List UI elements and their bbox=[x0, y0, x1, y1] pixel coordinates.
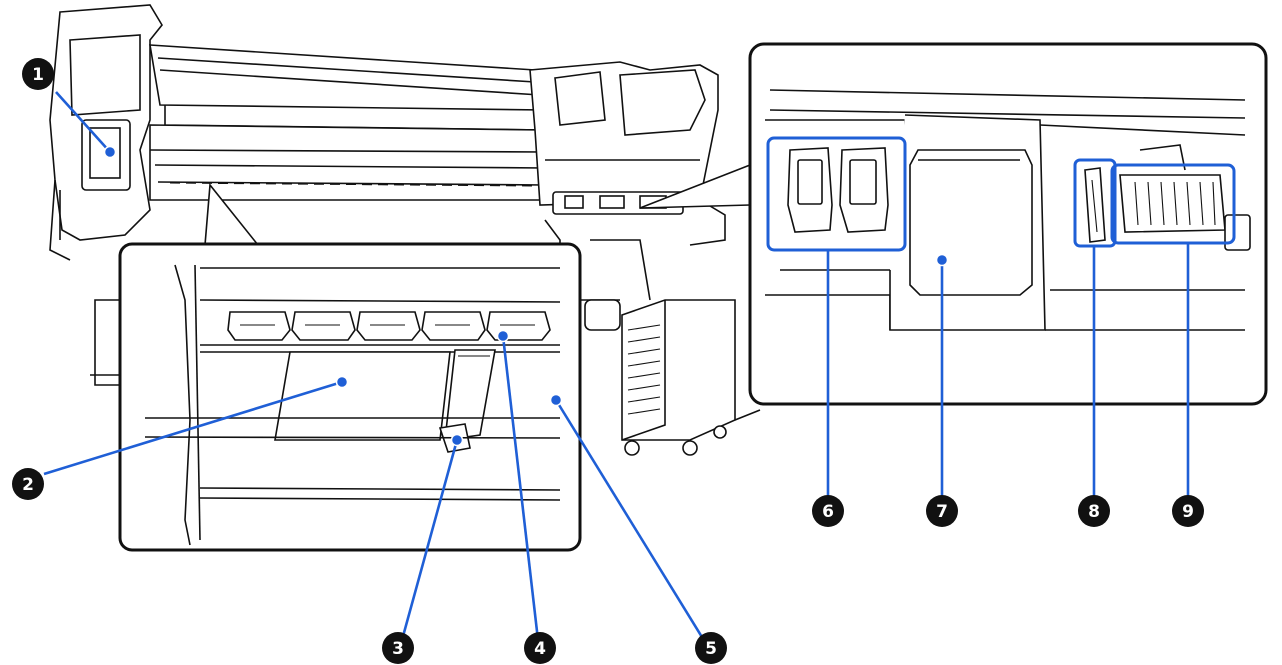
leader-dot-7 bbox=[935, 253, 949, 267]
leader-2 bbox=[43, 380, 343, 476]
callout-4: 4 bbox=[524, 632, 556, 664]
svg-text:8: 8 bbox=[1088, 502, 1100, 522]
highlight-box-6 bbox=[766, 136, 907, 252]
leader-lines bbox=[43, 91, 1190, 643]
svg-text:5: 5 bbox=[705, 639, 717, 659]
zoom-pointer-left-outline bbox=[204, 182, 259, 246]
printer-body bbox=[49, 4, 761, 456]
svg-text:3: 3 bbox=[392, 639, 404, 659]
callout-7: 7 bbox=[926, 495, 958, 527]
callout-6: 6 bbox=[812, 495, 844, 527]
callouts: 1 2 3 4 5 6 7 8 bbox=[12, 58, 1204, 664]
callout-3: 3 bbox=[382, 632, 414, 664]
svg-text:1: 1 bbox=[32, 65, 44, 85]
platen-zoom-inset bbox=[118, 242, 582, 552]
callout-9: 9 bbox=[1172, 495, 1204, 527]
leader-dot-2 bbox=[335, 375, 349, 389]
leader-3 bbox=[400, 439, 459, 641]
leader-dot-1 bbox=[103, 145, 117, 159]
svg-text:4: 4 bbox=[534, 639, 546, 659]
svg-text:7: 7 bbox=[936, 502, 948, 522]
leader-1 bbox=[55, 91, 111, 153]
maintenance-zoom-inset bbox=[748, 42, 1268, 406]
flushing-pad-slots bbox=[1134, 181, 1216, 226]
ink-cabinet-slots bbox=[627, 324, 661, 415]
leader-dot-5 bbox=[549, 393, 563, 407]
leader-dot-4 bbox=[496, 329, 510, 343]
highlight-box-9 bbox=[1110, 163, 1236, 245]
leader-5 bbox=[554, 399, 707, 643]
media-sheet bbox=[274, 351, 451, 441]
leader-dot-3 bbox=[450, 433, 464, 447]
svg-text:9: 9 bbox=[1182, 502, 1194, 522]
callout-2: 2 bbox=[12, 468, 44, 500]
leader-4 bbox=[501, 335, 540, 641]
callout-1: 1 bbox=[22, 58, 54, 90]
svg-text:6: 6 bbox=[822, 502, 834, 522]
svg-text:2: 2 bbox=[22, 475, 34, 495]
callout-8: 8 bbox=[1078, 495, 1110, 527]
callout-5: 5 bbox=[695, 632, 727, 664]
zoom-pointer-left bbox=[120, 185, 560, 250]
